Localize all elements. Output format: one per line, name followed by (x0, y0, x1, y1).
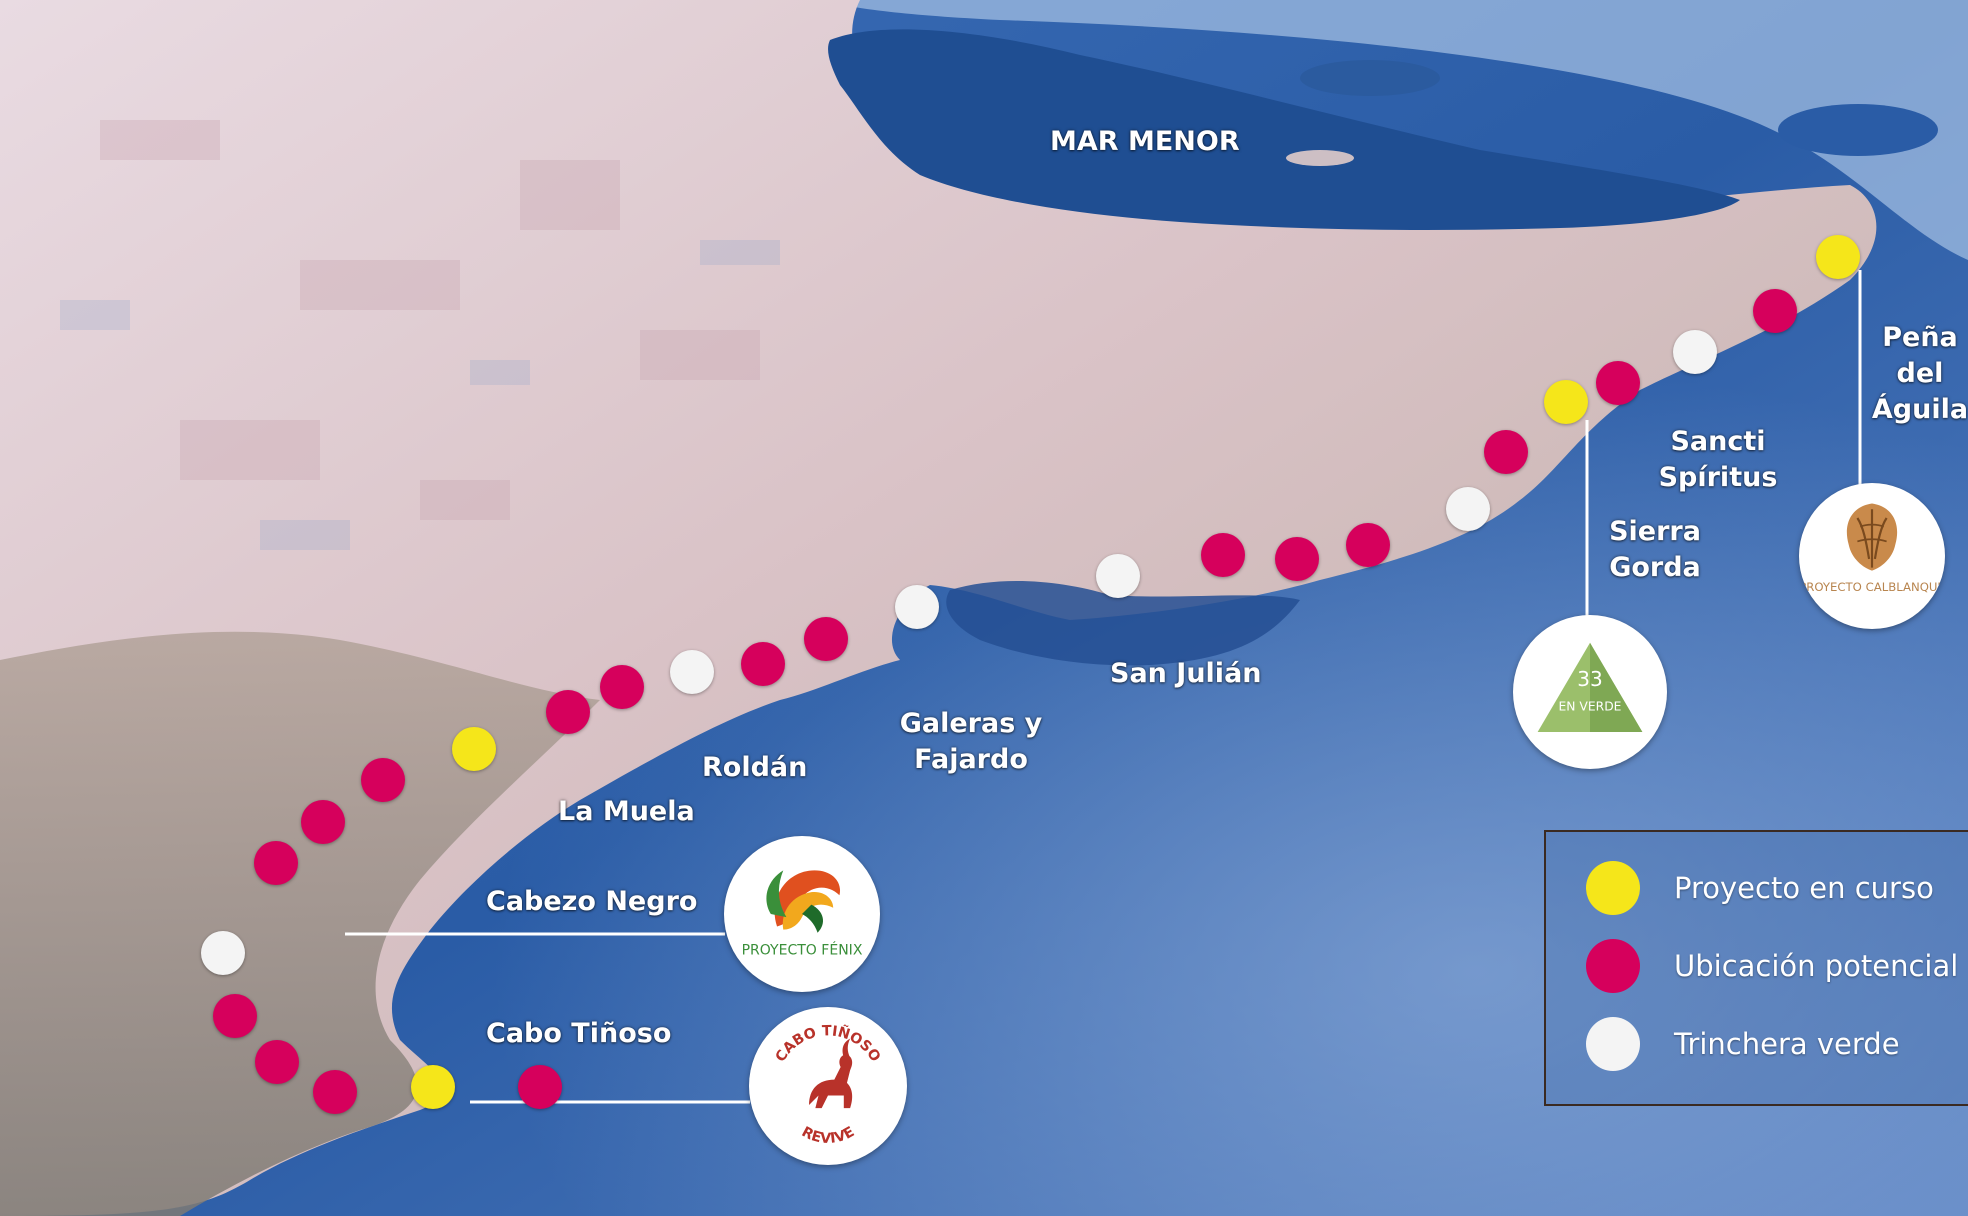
logo-revive-text: REVIVE (799, 1124, 857, 1147)
marker-trinchera-verde[interactable] (201, 931, 245, 975)
logo-cabo-tinoso-revive: CABO TIÑOSO REVIVE (749, 1007, 907, 1165)
label-san-julian: San Julián (1110, 658, 1262, 689)
legend-swatch-magenta (1586, 939, 1640, 993)
phoenix-icon (766, 870, 841, 933)
marker-ubicacion-potencial[interactable] (213, 994, 257, 1038)
legend-item-ubicacion-potencial: Ubicación potencial (1586, 936, 1958, 996)
marker-trinchera-verde[interactable] (1096, 554, 1140, 598)
label-cabo-tinoso: Cabo Tiñoso (486, 1018, 672, 1049)
legend-item-proyecto-en-curso: Proyecto en curso (1586, 858, 1934, 918)
logo-proyecto-fenix: PROYECTO FÉNIX (724, 836, 880, 992)
marker-ubicacion-potencial[interactable] (1346, 523, 1390, 567)
marker-ubicacion-potencial[interactable] (546, 690, 590, 734)
label-roldan: Roldán (702, 752, 808, 783)
legend-label: Trinchera verde (1674, 1027, 1900, 1061)
marker-trinchera-verde[interactable] (895, 585, 939, 629)
label-sancti-spiritus: Sancti Spíritus (1658, 426, 1778, 493)
marker-ubicacion-potencial[interactable] (361, 758, 405, 802)
marker-proyecto-en-curso[interactable] (411, 1065, 455, 1109)
label-sierra-gorda: Sierra Gorda (1609, 516, 1701, 583)
marker-trinchera-verde[interactable] (1673, 330, 1717, 374)
marker-proyecto-en-curso[interactable] (1544, 380, 1588, 424)
legend-label: Proyecto en curso (1674, 871, 1934, 905)
tortoise-palm-icon (1846, 503, 1898, 571)
marker-ubicacion-potencial[interactable] (804, 617, 848, 661)
marker-ubicacion-potencial[interactable] (1275, 537, 1319, 581)
logo-en-verde-text: EN VERDE (1559, 699, 1622, 713)
marker-ubicacion-potencial[interactable] (600, 665, 644, 709)
logo-33-en-verde: 33 EN VERDE (1513, 615, 1667, 769)
legend: Proyecto en curso Ubicación potencial Tr… (1544, 830, 1968, 1106)
label-pena-del-aguila: Peña del Águila (1871, 322, 1968, 425)
marker-ubicacion-potencial[interactable] (518, 1065, 562, 1109)
marker-ubicacion-potencial[interactable] (1201, 533, 1245, 577)
legend-swatch-yellow (1586, 861, 1640, 915)
marker-ubicacion-potencial[interactable] (741, 642, 785, 686)
marker-trinchera-verde[interactable] (670, 650, 714, 694)
marker-ubicacion-potencial[interactable] (1484, 430, 1528, 474)
logo-fenix-text: PROYECTO FÉNIX (742, 941, 863, 959)
marker-proyecto-en-curso[interactable] (1816, 235, 1860, 279)
goat-icon (809, 1038, 853, 1109)
marker-ubicacion-potencial[interactable] (254, 841, 298, 885)
logo-en-verde-number: 33 (1577, 667, 1602, 691)
logo-cabo-tinoso-top-text: CABO TIÑOSO (773, 1023, 883, 1065)
label-cabezo-negro: Cabezo Negro (486, 886, 698, 917)
label-galeras-fajardo: Galeras y Fajardo (899, 708, 1043, 775)
marker-ubicacion-potencial[interactable] (1596, 361, 1640, 405)
marker-ubicacion-potencial[interactable] (255, 1040, 299, 1084)
legend-label: Ubicación potencial (1674, 949, 1959, 983)
marker-ubicacion-potencial[interactable] (313, 1070, 357, 1114)
label-mar-menor: MAR MENOR (1050, 126, 1240, 157)
legend-swatch-white (1586, 1017, 1640, 1071)
marker-trinchera-verde[interactable] (1446, 487, 1490, 531)
marker-ubicacion-potencial[interactable] (1753, 289, 1797, 333)
logo-calblanque-text: PROYECTO CALBLANQUE (1799, 580, 1945, 594)
logo-proyecto-calblanque: PROYECTO CALBLANQUE (1799, 483, 1945, 629)
marker-ubicacion-potencial[interactable] (301, 800, 345, 844)
legend-item-trinchera-verde: Trinchera verde (1586, 1014, 1900, 1074)
label-la-muela: La Muela (558, 796, 695, 827)
marker-proyecto-en-curso[interactable] (452, 727, 496, 771)
